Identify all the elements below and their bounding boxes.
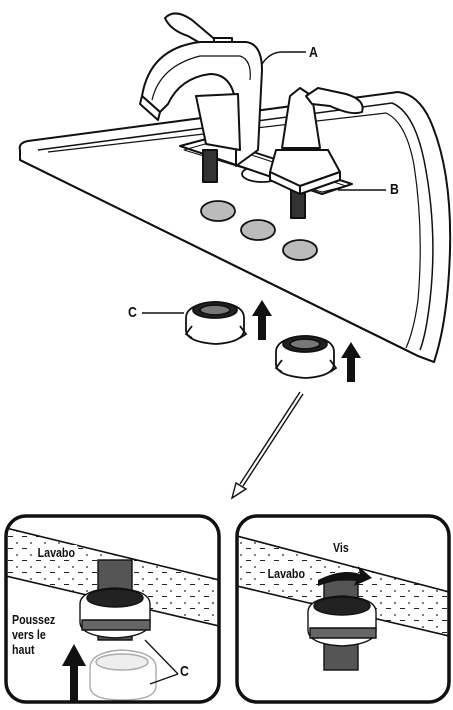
sink-deck: [18, 91, 452, 363]
callout-c: C: [128, 304, 137, 321]
push-up-instruction: Poussez vers le haut: [12, 612, 65, 657]
up-arrow-icon: [252, 300, 361, 382]
instruction-line-2: vers le: [12, 627, 46, 642]
detail-arrow: [230, 391, 304, 500]
sink-holes: [200, 165, 318, 261]
instruction-line-3: haut: [12, 642, 35, 657]
screw-label: Vis: [333, 540, 349, 555]
mounting-nut-left: [184, 301, 248, 345]
instruction-line-1: Poussez: [12, 612, 56, 627]
callout-a: A: [309, 44, 318, 61]
faucet: [139, 12, 364, 219]
callout-lines: [142, 51, 386, 314]
panel-right-frame: [235, 514, 451, 704]
sink-label-left: Lavabo: [36, 545, 77, 560]
panel-right-drawing: [237, 516, 449, 702]
panel-left-frame: [4, 514, 221, 704]
callout-b: B: [390, 181, 399, 198]
callout-c-detail: C: [180, 663, 189, 680]
sink-label-right: Lavabo: [266, 566, 307, 581]
mounting-nut-right: [274, 335, 338, 379]
